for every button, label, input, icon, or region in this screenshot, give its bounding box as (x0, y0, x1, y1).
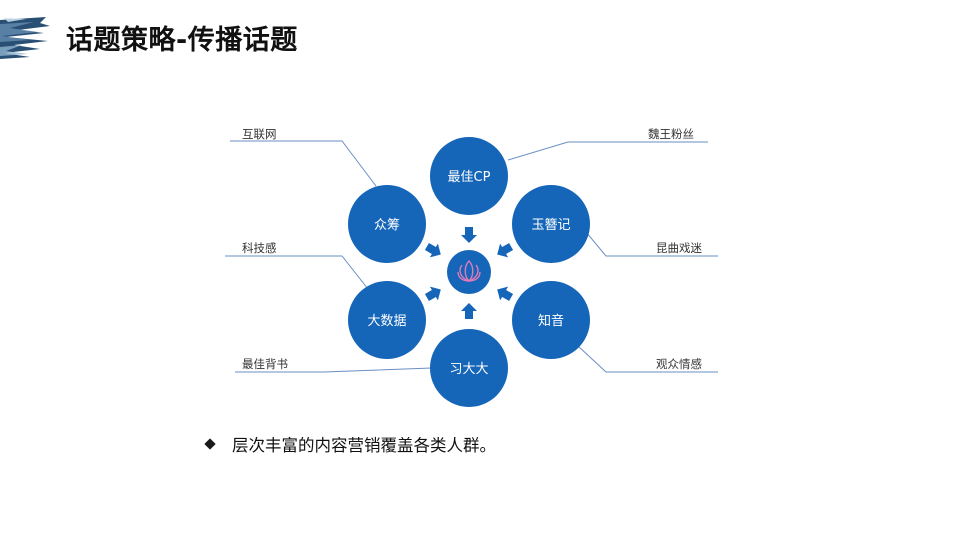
tag-label-kunqu: 昆曲戏迷 (656, 241, 702, 255)
circle-upper-right (512, 185, 590, 263)
circle-lower-right (512, 281, 590, 359)
circle-upper-left (348, 185, 426, 263)
circle-label-top: 最佳CP (448, 170, 491, 185)
connector-internet (230, 140, 377, 187)
connector-kunqu (585, 231, 718, 257)
arrow-from-lower-left (424, 286, 441, 301)
tag-label-best-backing: 最佳背书 (242, 357, 288, 371)
diamond-bullet-icon (204, 438, 216, 450)
circle-label-bottom: 习大大 (449, 362, 488, 377)
circle-top (430, 137, 508, 215)
bullet-item: 层次丰富的内容营销覆盖各类人群。 (204, 432, 496, 456)
brush-logo (0, 17, 50, 59)
bullet-text: 层次丰富的内容营销覆盖各类人群。 (232, 436, 496, 455)
connector-wei-fans (507, 141, 708, 161)
circle-label-lower-right: 知音 (538, 313, 564, 329)
circle-bottom (430, 329, 508, 407)
connector-audience (577, 345, 718, 373)
circle-lower-left (348, 281, 426, 359)
arrow-from-lower-right (497, 286, 514, 301)
slide-title: 话题策略-传播话题 (66, 25, 298, 56)
tag-label-internet: 互联网 (242, 127, 277, 141)
lotus-icon (457, 260, 481, 282)
tag-label-wei-fans: 魏王粉丝 (648, 127, 694, 141)
connector-lines (225, 140, 718, 373)
connector-tech (225, 255, 373, 295)
tag-label-audience: 观众情感 (656, 357, 702, 371)
circle-label-upper-left: 众筹 (374, 217, 400, 233)
connector-best-backing (235, 367, 433, 373)
arrow-from-bottom (461, 303, 477, 319)
circle-label-upper-right: 玉簪记 (531, 217, 570, 233)
arrow-from-upper-left (424, 243, 441, 258)
arrow-from-top (461, 227, 477, 243)
center-circle (447, 250, 491, 294)
arrow-from-upper-right (497, 243, 514, 258)
circle-label-lower-left: 大数据 (367, 314, 406, 329)
inward-arrows (424, 227, 514, 319)
tag-label-tech: 科技感 (242, 241, 277, 255)
